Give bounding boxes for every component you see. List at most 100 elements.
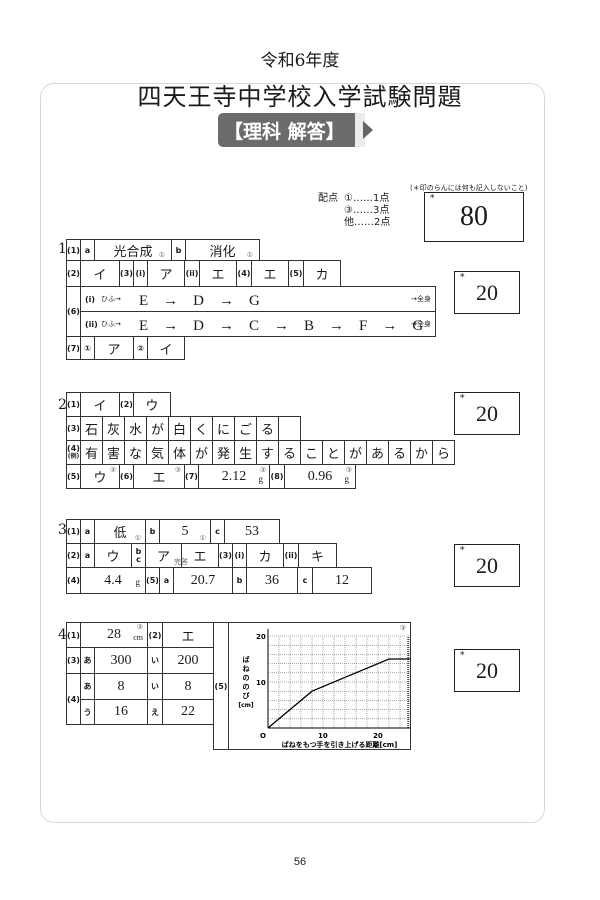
point-mark: ③ [174,466,181,474]
point-mark: ① [199,534,206,542]
s1-q3-i-answer: ア [147,260,185,287]
s3-q3-ii-answer: キ [298,543,337,568]
answer-text: エ [193,550,207,565]
s3-q1-b-answer: 5 ① [159,519,211,544]
s4-q3-label: (3) [66,647,81,674]
s1-q3-label: (3) [119,260,134,287]
char-cell: す [256,440,279,465]
char-cell: 水 [124,416,147,441]
s3-q2-label: (2) [66,543,81,568]
s4-q4-i-answer: 8 [162,673,214,700]
section-score: 20 [476,279,498,305]
s2-q8-answer: 0.96 g ③ [284,464,356,489]
s2-q5-answer: ウ ③ [80,464,120,489]
s4-q1-answer: 28 cm ③ [80,622,148,648]
svg-text:び: び [243,691,251,700]
s1-q6-i-row: (i) ひふ→ E → D → G →全身 [80,286,436,312]
s3-q3-i-answer: カ [246,543,284,568]
char-cell: 体 [168,440,191,465]
s4-q3-i-answer: 200 [162,647,214,674]
char-cell: に [212,416,235,441]
section-4-number: 4 [58,627,67,643]
s3-q5-c-answer: 12 [312,567,372,594]
s3-q3-label: (3) [218,543,233,568]
s1-q4-answer: エ [251,260,289,287]
s3-q1-a-label: a [80,519,95,544]
s1-q3-i-label: (i) [133,260,148,287]
s3-q1-b-label: b [145,519,160,544]
svg-text:[cm]: [cm] [238,702,254,709]
s3-q4-answer: 4.4 g [80,567,146,594]
point-mark: ③ [136,623,143,631]
s1-q7-label: (7) [66,336,81,360]
s4-q4-e-answer: 22 [162,699,214,725]
s1-q3-ii-label: (ii) [184,260,200,287]
char-cell: と [322,440,345,465]
answer-text: 低 [113,526,127,541]
s1-q6-label: (6) [66,286,81,337]
char-cell: る [388,440,411,465]
s2-q7-answer: 2.12 g ③ [198,464,270,489]
s3-q2-c-answer: エ 完答 [174,543,219,568]
s3-q1-a-answer: 低 ① [94,519,146,544]
total-score: 80 [460,201,488,232]
section-4-score-box: * 20 [454,649,520,692]
s2-q8-label: (8) [269,464,285,489]
s2-q6-answer: エ ③ [133,464,185,489]
s1-q2-label: (2) [66,260,81,287]
section-2-score-box: * 20 [454,392,520,435]
char-cell: 白 [168,416,191,441]
s4-q2-answer: エ [162,622,214,648]
svg-text:ばねをもつ手を引き上げる距離[cm]: ばねをもつ手を引き上げる距離[cm] [282,740,398,748]
section-score: 20 [476,552,498,578]
exam-title: 四天王寺中学校入学試験問題 [137,83,463,111]
char-cell: 害 [102,440,125,465]
s1-q5-label: (5) [288,260,304,287]
section-score: 20 [476,657,498,683]
answer-text: 0.96 [307,468,333,484]
s1-q7-c1-label: ① [80,336,95,360]
char-cell: が [190,440,213,465]
circulation-path: E → D → C → B → F → G [139,317,424,334]
section-3-number: 3 [58,522,67,538]
scoring-rule: 他……2点 [344,217,391,228]
answer-text: 光合成 [113,244,153,260]
section-score: 20 [476,400,498,426]
char-cell: く [190,416,213,441]
start-label: ひふ→ [101,295,121,303]
answer-text: ウ [93,471,107,486]
unit-label: g [344,474,350,484]
answer-text: 5 [181,523,189,539]
s4-q4-a-label: あ [80,673,95,700]
example-label: (例) [67,452,80,460]
svg-text:20: 20 [373,732,383,740]
s3-q2-a-answer: ウ [94,543,132,568]
s1-q4-label: (4) [236,260,252,287]
exam-year: 令和6年度 [260,51,340,71]
char-cell: な [124,440,147,465]
s1-q7-c2-label: ② [133,336,148,360]
asterisk-mark: * [460,651,465,661]
s4-q4-u-label: う [80,699,95,725]
s3-q5-label: (5) [145,567,160,594]
s3-q3-i-label: (i) [232,543,247,568]
s4-q3-i-label: い [147,647,163,674]
svg-text:の: の [243,683,250,691]
svg-text:20: 20 [256,633,266,641]
scoring-rule: ①……1点 [344,193,390,204]
s4-q4-e-label: え [147,699,163,725]
s1-q7-c1-answer: ア [94,336,134,360]
unit-label: g [258,474,264,484]
s1-q1-a-label: a [80,239,95,261]
char-cell: あ [366,440,389,465]
s2-q3-label: (3) [66,416,81,441]
section-2-number: 2 [58,397,67,413]
s2-q1-label: (1) [66,392,81,417]
char-cell [278,416,301,441]
unit-label: g [135,577,141,587]
svg-text:10: 10 [256,679,266,687]
s4-q4-i-label: い [147,673,163,700]
s1-q1-b-answer: 消化 ① [185,239,260,261]
s4-q3-a-label: あ [80,647,95,674]
s4-q4-u-answer: 16 [94,699,148,725]
